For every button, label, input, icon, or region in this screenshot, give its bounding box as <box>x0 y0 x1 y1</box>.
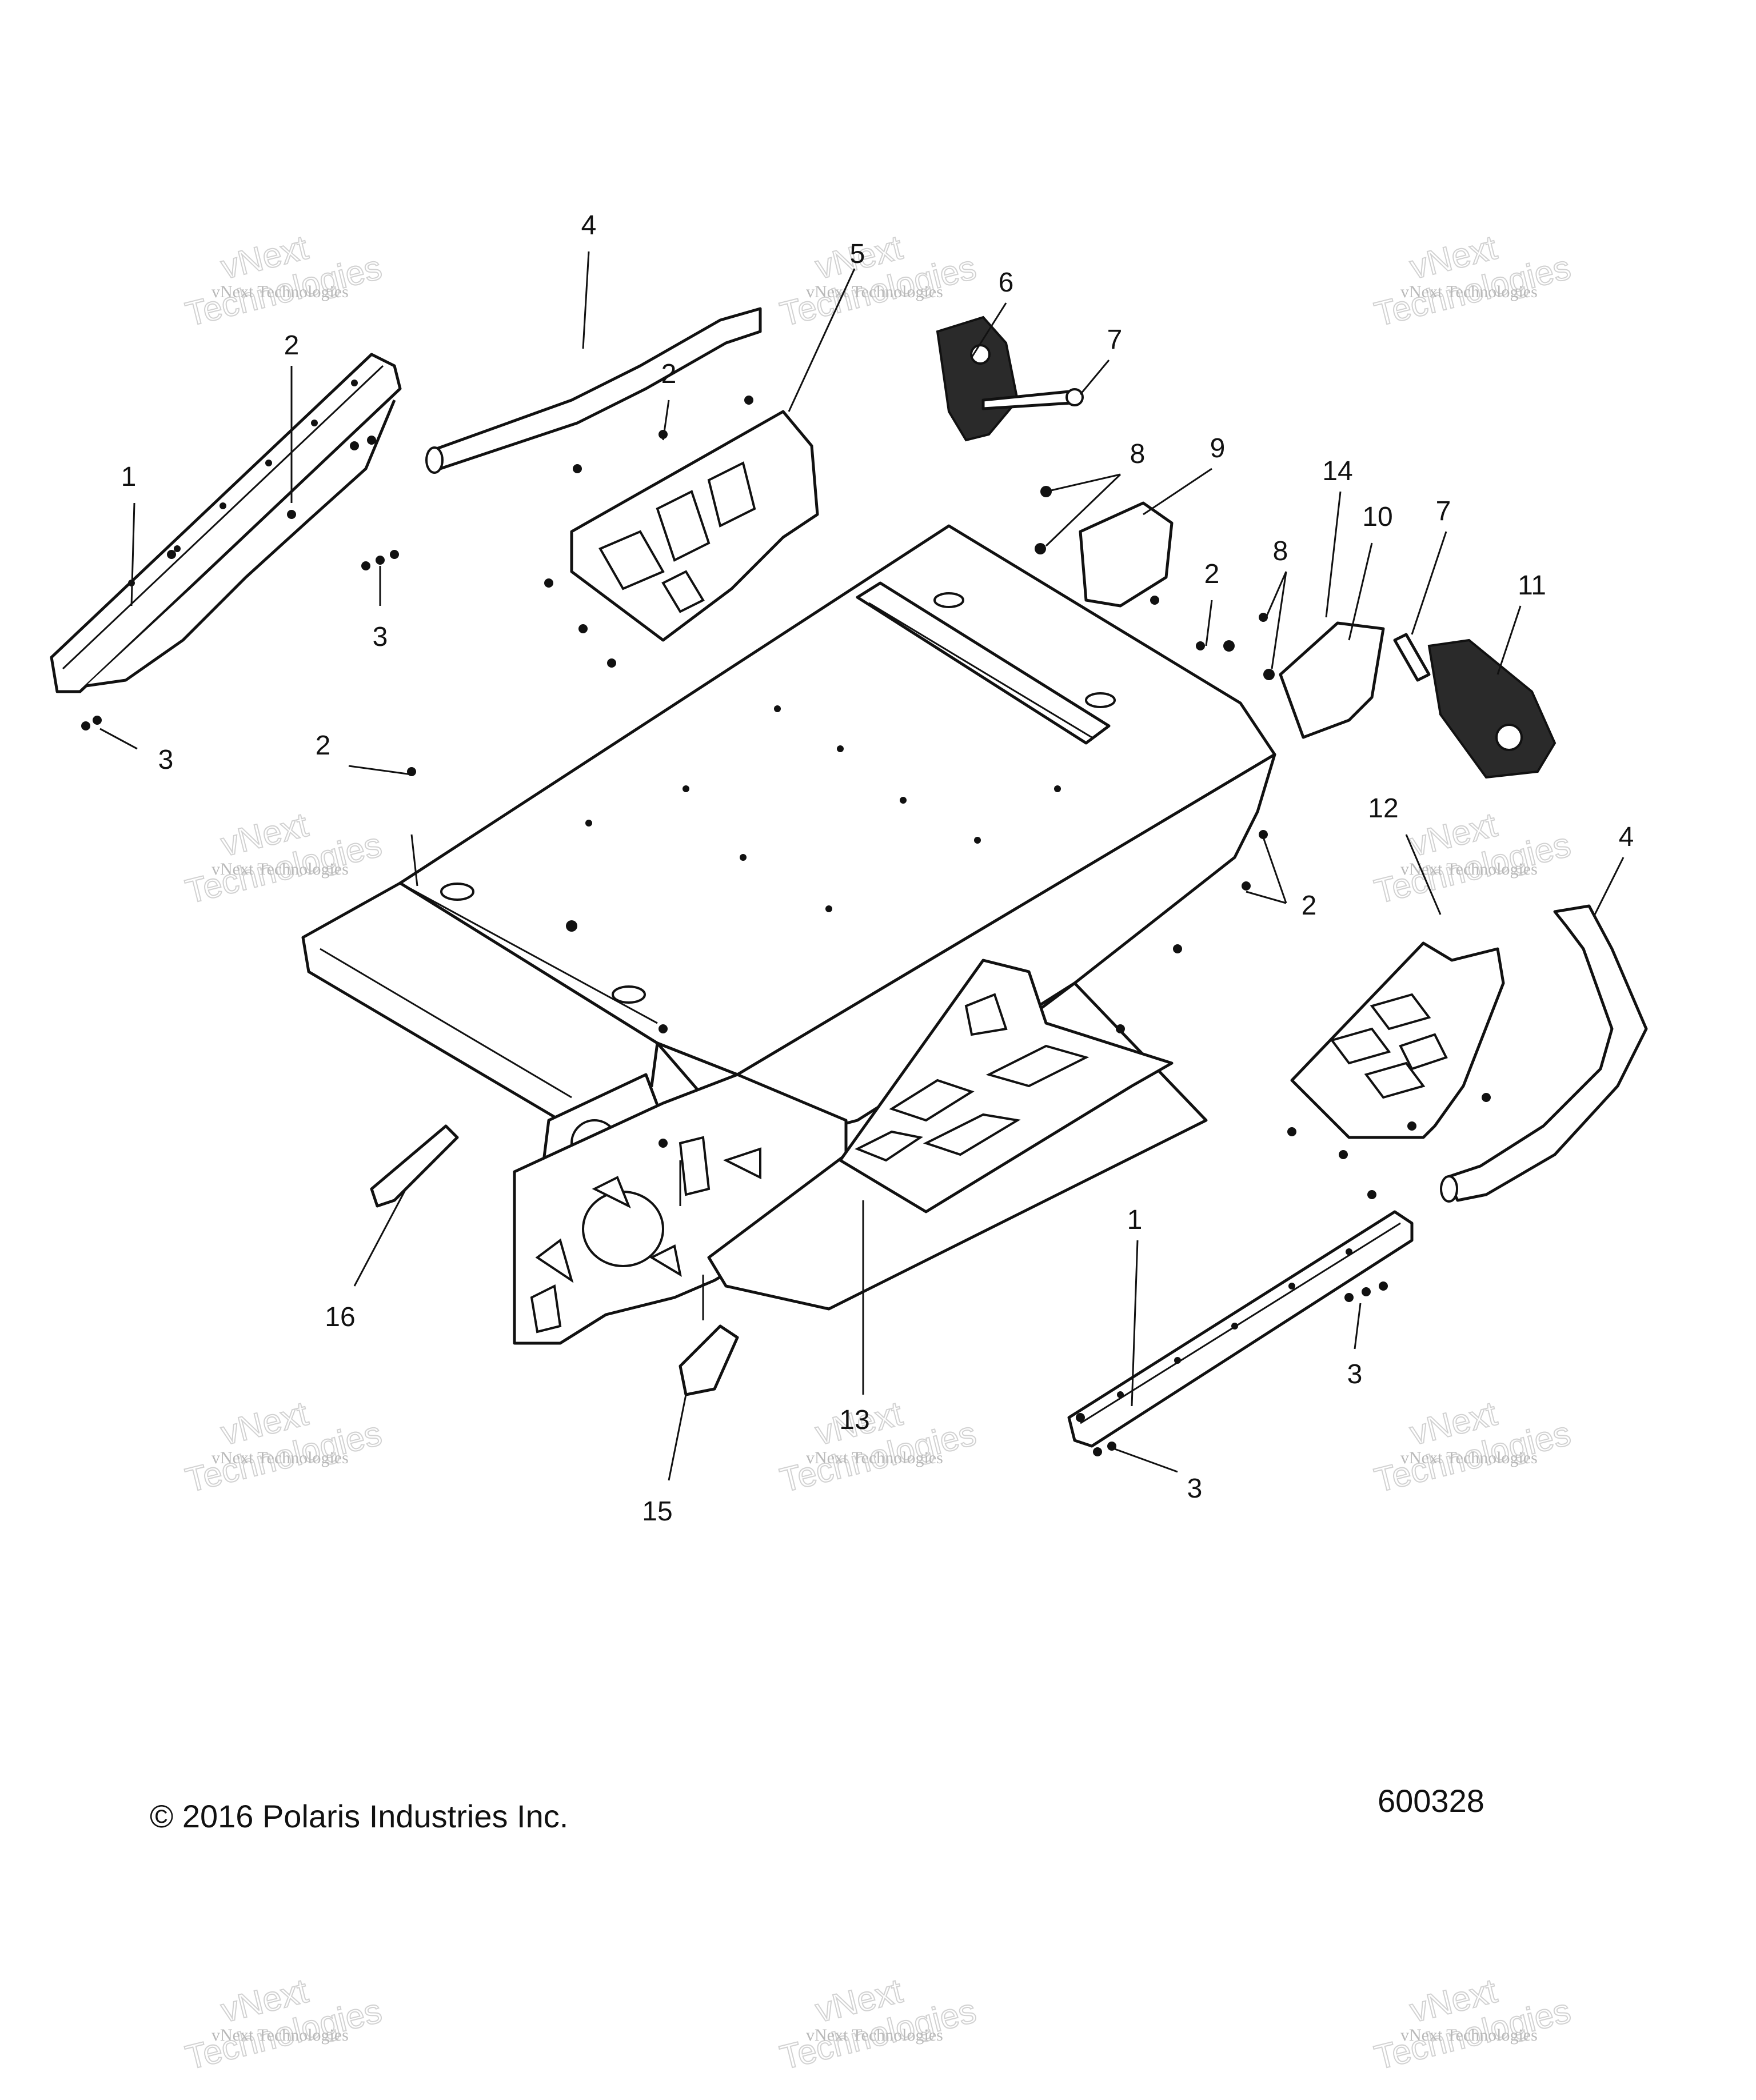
callout-13: 13 <box>839 1405 869 1435</box>
callout-7: 7 <box>1107 325 1123 355</box>
callout-14: 14 <box>1322 456 1352 486</box>
watermark: Technologies vNext vNext Technologies <box>776 1971 980 2078</box>
svg-text:vNext Technologies: vNext Technologies <box>806 282 943 301</box>
callout-3: 3 <box>373 622 388 652</box>
svg-text:vNext Technologies: vNext Technologies <box>211 860 349 879</box>
watermark: Technologies vNext vNext Technologies <box>1370 1394 1575 1500</box>
callout-2: 2 <box>661 359 677 389</box>
callout-7: 7 <box>1436 496 1451 526</box>
callout-11: 11 <box>1518 570 1546 601</box>
callout-3: 3 <box>1187 1474 1203 1504</box>
svg-text:vNext Technologies: vNext Technologies <box>211 1448 349 1467</box>
callout-5: 5 <box>850 239 865 269</box>
callout-2: 2 <box>284 330 300 361</box>
callout-12: 12 <box>1368 793 1398 824</box>
svg-text:vNext Technologies: vNext Technologies <box>1400 282 1538 301</box>
tunnel-assembly <box>301 524 1276 1345</box>
mounting-bosses <box>440 592 1116 1004</box>
watermark: Technologies vNext vNext Technologies <box>181 1394 386 1500</box>
leader-lines <box>99 251 1625 1481</box>
callout-10: 10 <box>1362 502 1392 532</box>
bolt-7-top <box>981 388 1084 410</box>
mount-bracket-11 <box>1427 638 1557 779</box>
callout-labels: 1 2 3 3 4 2 5 6 7 8 9 2 8 14 10 7 11 2 2… <box>121 210 1634 1527</box>
callout-16: 16 <box>325 1302 355 1332</box>
footrest-plate-rear-left <box>570 410 819 642</box>
footrest-rail-left <box>50 353 402 693</box>
bracket-16 <box>370 1124 459 1208</box>
watermark: Technologies vNext vNext Technologies <box>181 805 386 912</box>
svg-text:vNext Technologies: vNext Technologies <box>806 2026 943 2045</box>
callout-1: 1 <box>1127 1205 1143 1235</box>
svg-text:vNext Technologies: vNext Technologies <box>1400 1448 1538 1467</box>
rear-bumper-top <box>425 307 762 474</box>
callout-2: 2 <box>1302 891 1317 921</box>
svg-text:vNext Technologies: vNext Technologies <box>806 1448 943 1467</box>
callout-4: 4 <box>1619 822 1634 852</box>
watermark: Technologies vNext vNext Technologies <box>776 1394 980 1500</box>
svg-text:vNext Technologies: vNext Technologies <box>1400 2026 1538 2045</box>
callout-3: 3 <box>158 745 174 775</box>
fasteners <box>81 396 1491 1456</box>
svg-text:vNext Technologies: vNext Technologies <box>211 2026 349 2045</box>
callout-2: 2 <box>316 730 331 761</box>
callout-2: 2 <box>1204 559 1220 589</box>
footrest-rail-right <box>1067 1210 1414 1448</box>
footrest-plate-right <box>1290 941 1505 1139</box>
bracket-15 <box>679 1324 739 1396</box>
rear-bumper-right <box>1440 904 1648 1203</box>
svg-text:vNext Technologies: vNext Technologies <box>211 282 349 301</box>
watermark: Technologies vNext vNext Technologies <box>776 227 980 334</box>
bolt-7-right <box>1393 633 1431 682</box>
copyright-notice: © 2016 Polaris Industries Inc. <box>150 1798 569 1834</box>
callout-8: 8 <box>1273 536 1288 566</box>
deck-holes <box>566 705 1061 932</box>
mount-bracket-6 <box>936 316 1019 442</box>
watermark: Technologies vNext vNext Technologies <box>181 1971 386 2078</box>
panel-9 <box>1079 501 1174 608</box>
callout-8: 8 <box>1130 439 1146 469</box>
watermark: Technologies vNext vNext Technologies <box>1370 227 1575 334</box>
panel-10 <box>1279 621 1385 739</box>
callout-3: 3 <box>1347 1359 1363 1390</box>
center-running-board <box>839 959 1174 1213</box>
watermark: Technologies vNext vNext Technologies <box>181 227 386 334</box>
callout-15: 15 <box>642 1496 672 1527</box>
watermark: Technologies vNext vNext Technologies <box>1370 805 1575 912</box>
watermark: Technologies vNext vNext Technologies <box>1370 1971 1575 2078</box>
callout-4: 4 <box>581 210 597 241</box>
rear-cross-bar <box>856 581 1111 745</box>
callout-6: 6 <box>999 268 1014 298</box>
figure-number: 600328 <box>1378 1783 1484 1819</box>
callout-1: 1 <box>121 462 137 492</box>
callout-9: 9 <box>1210 433 1226 464</box>
